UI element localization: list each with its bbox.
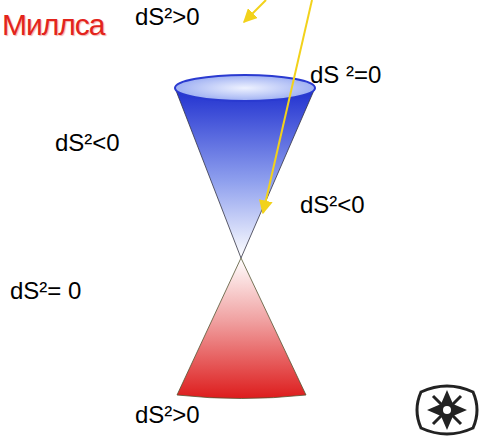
past-cone <box>177 258 306 399</box>
heading-fragment: Миллса <box>2 8 104 41</box>
interval-label: dS²>0 <box>135 402 200 428</box>
pointer-arrow <box>263 0 312 213</box>
pointer-arrow <box>244 0 266 22</box>
logo-emblem <box>417 386 477 434</box>
future-cone <box>175 88 315 258</box>
interval-label: dS ²=0 <box>310 62 381 88</box>
interval-label: dS²<0 <box>300 192 365 218</box>
interval-label: dS²>0 <box>135 4 200 30</box>
interval-label: dS²= 0 <box>10 278 81 304</box>
interval-label: dS²<0 <box>55 130 120 156</box>
